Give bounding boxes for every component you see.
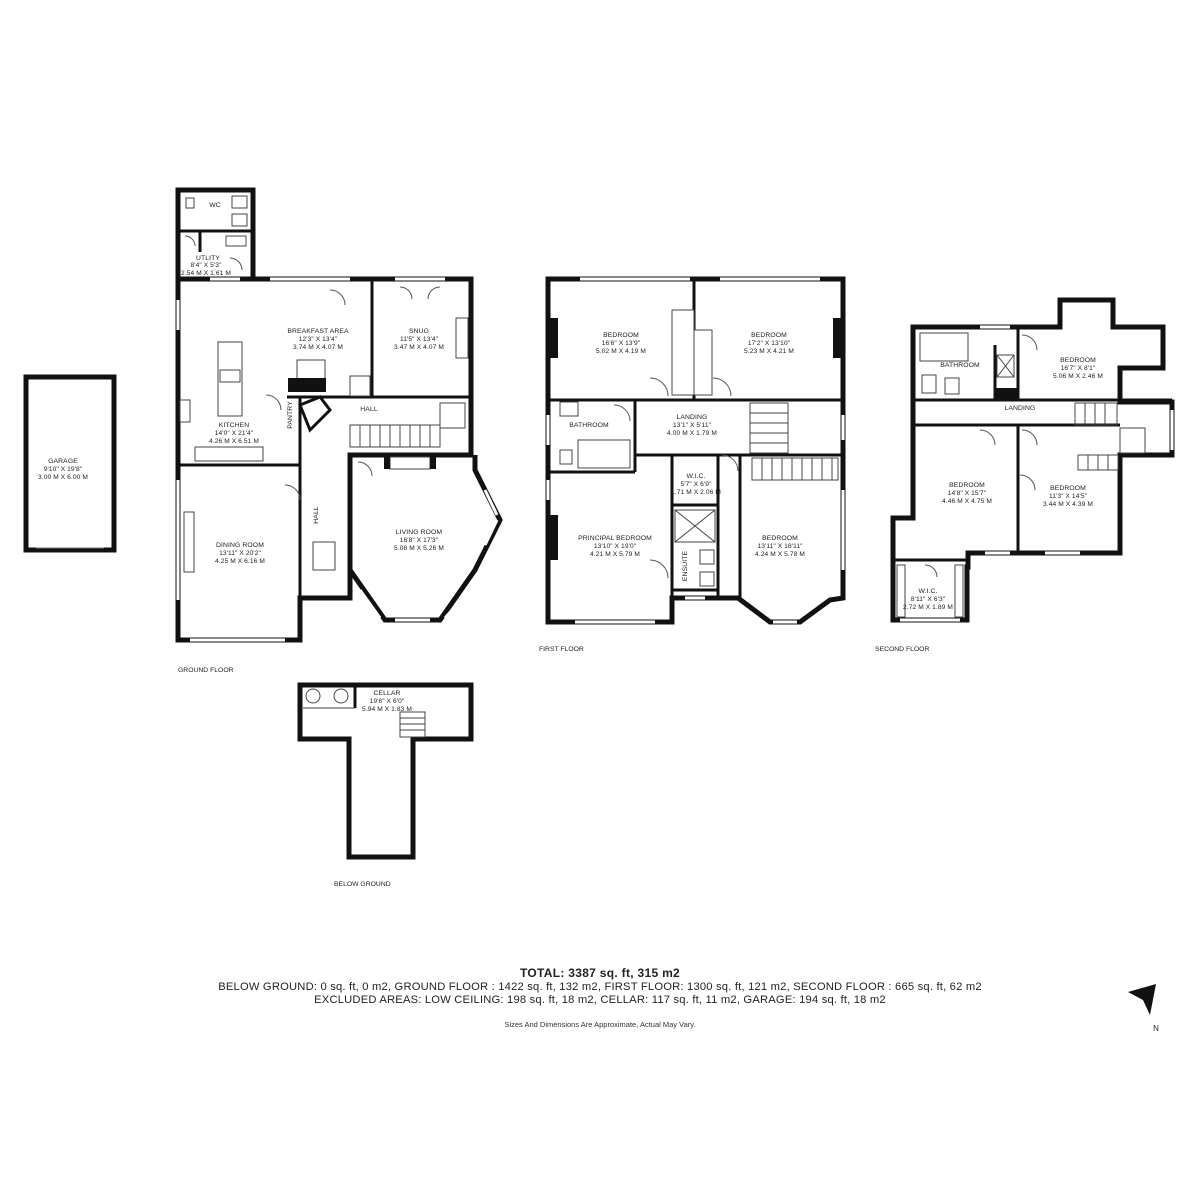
ff-principal-metric: 4.21 M X 5.79 M (590, 551, 640, 558)
sf-wic-name: W.I.C. (918, 588, 937, 595)
disclaimer: Sizes And Dimensions Are Approximate, Ac… (504, 1020, 696, 1029)
garage-imperial: 9'10" X 19'8" (44, 466, 83, 473)
utility-metric: 2.54 M X 1.61 M (181, 270, 231, 277)
breakfast-name: BREAKFAST AREA (287, 328, 349, 335)
ff-bed1-imperial: 16'6" X 13'9" (602, 340, 641, 347)
hall-side-name: HALL (313, 506, 320, 524)
garage-name: GARAGE (48, 458, 78, 465)
cellar-metric: 5.94 M X 1.83 M (362, 706, 412, 713)
dining-imperial: 13'11" X 20'2" (219, 550, 261, 557)
kitchen-metric: 4.26 M X 6.51 M (209, 438, 259, 445)
hall-upper-name: HALL (360, 406, 378, 413)
ff-bed1-metric: 5.02 M X 4.19 M (596, 348, 646, 355)
second-floor-stairs (1074, 402, 1146, 471)
total-area: TOTAL: 3387 sq. ft, 315 m2 (519, 966, 681, 980)
sf-bed1-name: BEDROOM (1060, 357, 1096, 364)
sf-bed1-imperial: 16'7" X 8'1" (1061, 365, 1096, 372)
sf-bed1-metric: 5.06 M X 2.46 M (1053, 373, 1103, 380)
cellar-name: CELLAR (373, 690, 400, 697)
kitchen-name: KITCHEN (219, 422, 250, 429)
north-label: N (1153, 1024, 1159, 1033)
first-floor: BEDROOM 16'6" X 13'9" 5.02 M X 4.19 M BE… (539, 276, 846, 653)
sf-bed3-name: BEDROOM (1050, 485, 1086, 492)
snug-imperial: 11'5" X 13'4" (400, 336, 439, 343)
ff-bed2-imperial: 17'2" X 13'10" (748, 340, 791, 347)
garage: GARAGE 9'10" X 19'8" 3.00 M X 6.00 M (23, 374, 117, 553)
sf-bed2-metric: 4.46 M X 4.75 M (942, 498, 992, 505)
garage-metric: 3.00 M X 6.00 M (38, 474, 88, 481)
snug-name: SNUG (409, 328, 429, 335)
north-arrow-icon: N (1128, 984, 1159, 1033)
pantry-name: PANTRY (287, 401, 294, 429)
utility-imperial: 8'4" X 5'3" (190, 262, 222, 269)
dining-name: DINING ROOM (216, 542, 264, 549)
ff-bed2-metric: 5.23 M X 4.21 M (744, 348, 794, 355)
ff-wic-name: W.I.C. (686, 473, 705, 480)
living-imperial: 16'8" X 17'3" (400, 537, 439, 544)
below-ground: CELLAR 19'6" X 6'0" 5.94 M X 1.83 M BELO… (297, 682, 474, 888)
sf-wic-metric: 2.72 M X 1.89 M (903, 604, 953, 611)
sf-bed3-metric: 3.44 M X 4.39 M (1043, 501, 1093, 508)
ff-principal-imperial: 13'10" X 19'0" (594, 543, 637, 550)
dining-metric: 4.25 M X 6.16 M (215, 558, 265, 565)
below-ground-label: BELOW GROUND (334, 881, 391, 888)
sf-bed2-imperial: 14'8" X 15'7" (948, 490, 987, 497)
ground-floor: WC UTLITY 8'4" X 5'3" 2.54 M X 1.61 M (175, 187, 503, 674)
floor-areas: BELOW GROUND: 0 sq. ft, 0 m2, GROUND FLO… (218, 981, 982, 993)
ff-landing-imperial: 13'1" X 5'11" (673, 422, 712, 429)
sf-bed2-name: BEDROOM (949, 482, 985, 489)
first-floor-stairs (749, 402, 839, 481)
ff-wic-imperial: 5'7" X 6'9" (680, 481, 712, 488)
wc-name: WC (209, 202, 221, 209)
sf-wic-imperial: 8'11" X 6'3" (911, 596, 946, 603)
living-metric: 5.08 M X 5.26 M (394, 545, 444, 552)
ground-stairs (349, 424, 441, 448)
ff-landing-name: LANDING (677, 414, 708, 421)
breakfast-metric: 3.74 M X 4.07 M (293, 344, 343, 351)
ff-bed3-name: BEDROOM (762, 535, 798, 542)
ff-bed3-imperial: 13'11" X 18'11" (757, 543, 803, 550)
second-floor-label: SECOND FLOOR (875, 646, 929, 653)
ff-ensuite-name: ENSUITE (682, 551, 689, 582)
sf-bed3-imperial: 11'3" X 14'5" (1049, 493, 1088, 500)
second-floor: BATHROOM BEDROOM 16'7" X 8'1" 5.06 M X 2… (875, 297, 1175, 653)
ground-floor-label: GROUND FLOOR (178, 667, 234, 674)
snug-metric: 3.47 M X 4.07 M (394, 344, 444, 351)
utility-name: UTLITY (196, 255, 220, 262)
kitchen-imperial: 14'0" X 21'4" (215, 430, 254, 437)
ff-bath-name: BATHROOM (569, 422, 609, 429)
ff-landing-metric: 4.00 M X 1.79 M (667, 430, 717, 437)
ff-principal-name: PRINCIPAL BEDROOM (578, 535, 652, 542)
ff-bed1-name: BEDROOM (603, 332, 639, 339)
excluded-areas: EXCLUDED AREAS: LOW CEILING: 198 sq. ft,… (314, 994, 886, 1006)
ff-bed3-metric: 4.24 M X 5.78 M (755, 551, 805, 558)
first-floor-label: FIRST FLOOR (539, 646, 584, 653)
sf-bath-name: BATHROOM (940, 362, 980, 369)
ff-bed2-name: BEDROOM (751, 332, 787, 339)
living-name: LIVING ROOM (396, 529, 443, 536)
sf-landing-name: LANDING (1005, 405, 1036, 412)
breakfast-imperial: 12'3" X 13'4" (299, 336, 338, 343)
ff-wic-metric: 1.71 M X 2.06 M (671, 489, 721, 496)
cellar-imperial: 19'6" X 6'0" (370, 698, 405, 705)
